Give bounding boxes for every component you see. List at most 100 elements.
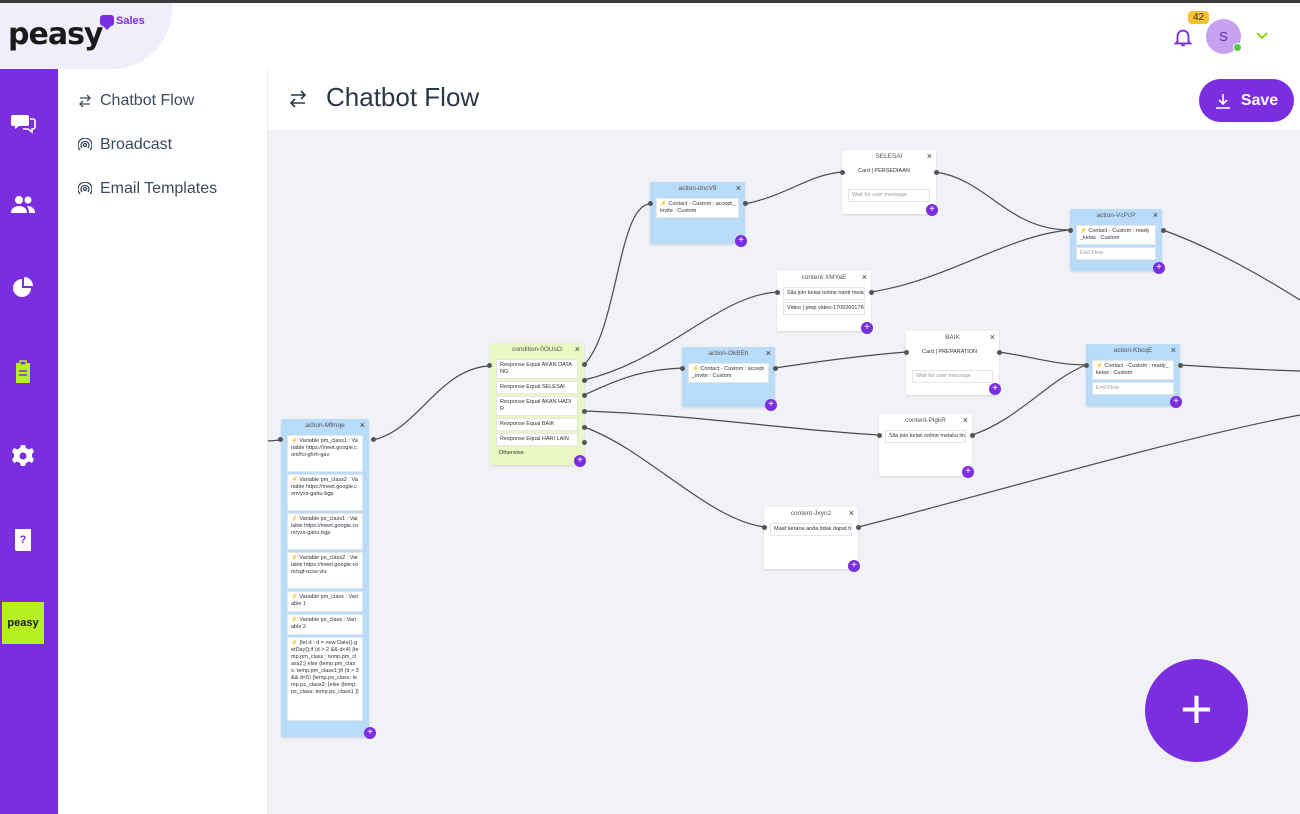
close-icon[interactable]: × <box>1170 345 1176 355</box>
condition-row[interactable]: Response Equal AKAN DATANG <box>496 359 578 379</box>
input-port[interactable] <box>648 201 653 206</box>
node-row[interactable]: ⚡ Variable pm_class1 : Variable https://… <box>287 435 363 472</box>
submenu-item-email-templates[interactable]: Email Templates <box>78 178 217 200</box>
node-row[interactable]: ⚡ Variable pm_class : Variable 1 <box>287 591 363 612</box>
output-port[interactable] <box>1178 363 1183 368</box>
input-port[interactable] <box>775 290 780 295</box>
output-port[interactable] <box>582 362 587 367</box>
add-step-button[interactable]: + <box>574 455 586 467</box>
node-row[interactable]: ⚡ Variable ps_class : Variable 2 <box>287 614 363 635</box>
output-port[interactable] <box>582 393 587 398</box>
close-icon[interactable]: × <box>861 272 867 282</box>
node-row[interactable]: Sila join kelas online nanti melalui <box>783 287 865 300</box>
analytics-pie-icon[interactable] <box>10 275 36 301</box>
input-port[interactable] <box>840 170 845 175</box>
node-row[interactable]: Video | prep video-17092001760 <box>783 302 865 315</box>
chevron-down-icon[interactable] <box>1254 30 1270 42</box>
node-row[interactable]: ⚡ Variable ps_class2 : Variable https://… <box>287 552 363 589</box>
close-icon[interactable]: × <box>962 415 968 425</box>
add-step-button[interactable]: + <box>848 560 860 572</box>
end-flow-row[interactable]: End Flow <box>1076 247 1156 260</box>
user-avatar[interactable]: S <box>1206 19 1241 54</box>
close-icon[interactable]: × <box>989 332 995 342</box>
output-port[interactable] <box>869 290 874 295</box>
input-port[interactable] <box>278 437 283 442</box>
end-flow-row[interactable]: End Flow <box>1092 382 1174 395</box>
close-icon[interactable]: × <box>1152 210 1158 220</box>
flow-node-content-plgkr[interactable]: content-PlgkR × Sila join kelas online m… <box>879 414 972 476</box>
save-button[interactable]: Save <box>1199 79 1294 122</box>
condition-row[interactable]: Response Equal HARI LAIN <box>496 433 578 446</box>
flow-node-content-xmyae[interactable]: content-XMYaE × Sila join kelas online n… <box>777 271 871 331</box>
input-port[interactable] <box>680 366 685 371</box>
output-port[interactable] <box>856 525 861 530</box>
condition-row[interactable]: Response Equal BAIK <box>496 418 578 431</box>
add-step-button[interactable]: + <box>735 235 747 247</box>
help-book-icon[interactable]: ? <box>10 527 36 553</box>
add-node-fab-button[interactable]: + <box>1145 659 1248 762</box>
output-port[interactable] <box>743 201 748 206</box>
add-step-button[interactable]: + <box>989 383 1001 395</box>
output-port[interactable] <box>997 350 1002 355</box>
node-row[interactable]: ⚡ Variable ps_class1 : Variable https://… <box>287 513 363 550</box>
output-port[interactable] <box>582 440 587 445</box>
output-port[interactable] <box>371 437 376 442</box>
add-step-button[interactable]: + <box>364 727 376 739</box>
add-step-button[interactable]: + <box>962 466 974 478</box>
node-row[interactable]: ⚡ Contact - Custom : ready_kelas : Custo… <box>1076 225 1156 245</box>
close-icon[interactable]: × <box>574 344 580 354</box>
node-row[interactable]: ⚡ Variable pm_class2 : Variable https://… <box>287 474 363 511</box>
add-step-button[interactable]: + <box>926 204 938 216</box>
node-row[interactable]: Card | PREPARATION <box>912 347 993 358</box>
bell-icon[interactable] <box>1172 26 1194 48</box>
flow-canvas[interactable]: action-Mfmqe × ⚡ Variable pm_class1 : Va… <box>268 130 1300 814</box>
input-port[interactable] <box>487 363 492 368</box>
settings-gear-icon[interactable] <box>10 443 36 469</box>
flow-node-selesai[interactable]: SELESAI × Card | PERSEDIAAN Wait for use… <box>842 150 936 214</box>
automation-clipboard-icon[interactable] <box>10 359 36 385</box>
close-icon[interactable]: × <box>735 183 741 193</box>
flow-node-baik[interactable]: BAIK × Card | PREPARATION Wait for user … <box>906 331 999 395</box>
close-icon[interactable]: × <box>359 420 365 430</box>
condition-row[interactable]: Response Equal AKAN HADIR <box>496 396 578 416</box>
output-port[interactable] <box>582 425 587 430</box>
flow-node-action-mfmqe[interactable]: action-Mfmqe × ⚡ Variable pm_class1 : Va… <box>281 419 369 737</box>
flow-node-action-kbcqe[interactable]: action-KbcqE × ⚡ Contact - Custom : read… <box>1086 344 1180 406</box>
close-icon[interactable]: × <box>765 348 771 358</box>
output-port[interactable] <box>582 409 587 414</box>
input-port[interactable] <box>1084 363 1089 368</box>
input-port[interactable] <box>762 525 767 530</box>
submenu-item-broadcast[interactable]: Broadcast <box>78 134 172 156</box>
add-step-button[interactable]: + <box>765 399 777 411</box>
contacts-icon[interactable] <box>10 192 36 218</box>
peasy-app-switcher[interactable]: peasy <box>2 602 44 644</box>
input-port[interactable] <box>877 433 882 438</box>
flow-node-content-jxyn2[interactable]: content-Jxyn2 × Maaf kerana anda tidak d… <box>764 507 858 569</box>
wait-for-message-row[interactable]: Wait for user message <box>912 370 993 383</box>
input-port[interactable] <box>904 350 909 355</box>
flow-node-action-dncv9[interactable]: action-dncV9 × ⚡ Contact - Custom : acce… <box>650 182 745 244</box>
node-row[interactable]: ⚡ Contact - Custom : accept_invite : Cus… <box>656 198 739 218</box>
close-icon[interactable]: × <box>848 508 854 518</box>
chat-icon[interactable] <box>10 109 36 135</box>
condition-row[interactable]: Otherwise <box>499 450 524 456</box>
node-row[interactable]: ⚡ Contact - Custom : ready_kelas : Custo… <box>1092 360 1174 380</box>
flow-node-action-vcpcp[interactable]: action-VcPcP × ⚡ Contact - Custom : read… <box>1070 209 1162 271</box>
output-port[interactable] <box>1161 228 1166 233</box>
wait-for-message-row[interactable]: Wait for user message <box>848 189 930 202</box>
flow-node-action-okbeh[interactable]: action-OkBEh × ⚡ Contact - Custom : acce… <box>682 347 775 407</box>
output-port[interactable] <box>773 366 778 371</box>
add-step-button[interactable]: + <box>1153 262 1165 274</box>
peasy-logo[interactable]: peasy <box>8 17 103 52</box>
condition-row[interactable]: Response Equal SELESAI <box>496 381 578 394</box>
input-port[interactable] <box>1068 228 1073 233</box>
flow-node-condition[interactable]: condition-0OUsO × Response Equal AKAN DA… <box>490 343 584 465</box>
node-row[interactable]: Card | PERSEDIAAN <box>848 166 930 177</box>
submenu-item-chatbot-flow[interactable]: Chatbot Flow <box>78 90 194 112</box>
output-port[interactable] <box>934 170 939 175</box>
close-icon[interactable]: × <box>926 151 932 161</box>
add-step-button[interactable]: + <box>1170 396 1182 408</box>
output-port[interactable] <box>582 378 587 383</box>
node-row[interactable]: Maaf kerana anda tidak dapat ha <box>770 523 852 536</box>
node-row[interactable]: ⚡ {let d : d = new Date().getDay();if (d… <box>287 637 363 721</box>
